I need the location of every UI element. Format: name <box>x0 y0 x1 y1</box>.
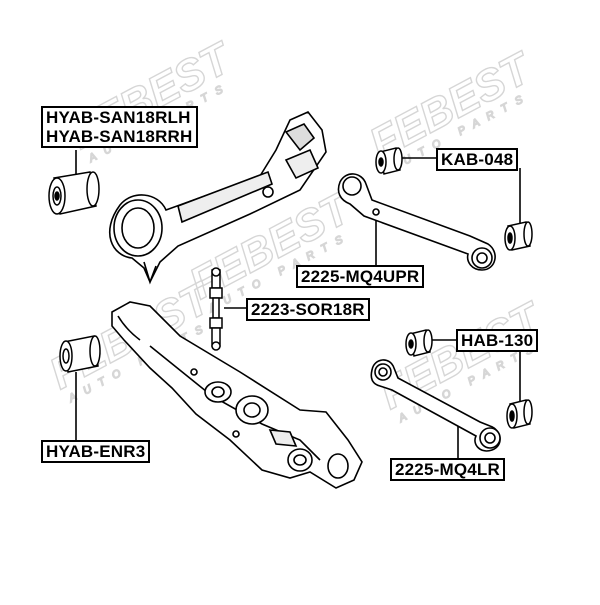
part-label-hyab-enr3: HYAB-ENR3 <box>41 440 151 463</box>
stabilizer-link-sor18r <box>209 267 223 351</box>
bushing-hab130-top <box>405 329 433 357</box>
part-label-hyab-san18rlh: HYAB-SAN18RLH <box>46 108 191 127</box>
trailing-arm-upper <box>108 111 327 285</box>
part-label-hyab-san18rrh: HYAB-SAN18RRH <box>46 127 193 146</box>
bushing-hyab-enr3 <box>59 335 101 373</box>
part-label-2223-sor18r: 2223-SOR18R <box>246 298 370 321</box>
control-arm-mq4upr <box>337 173 496 271</box>
bushing-hyab-san18r <box>48 171 100 215</box>
lower-control-arm <box>111 301 363 489</box>
part-label-kab-048: KAB-048 <box>436 148 519 171</box>
part-label-2225-mq4upr: 2225-MQ4UPR <box>296 265 425 288</box>
bushing-kab048-top <box>375 147 403 175</box>
control-arm-mq4lr <box>370 359 501 452</box>
part-label-hab-130: HAB-130 <box>456 329 539 352</box>
part-label-2225-mq4lr: 2225-MQ4LR <box>390 458 505 481</box>
bushing-kab048-bottom <box>504 221 533 251</box>
label-group-hyab-san18r: HYAB-SAN18RLH HYAB-SAN18RRH <box>41 106 198 148</box>
bushing-hab130-bottom <box>506 399 533 429</box>
